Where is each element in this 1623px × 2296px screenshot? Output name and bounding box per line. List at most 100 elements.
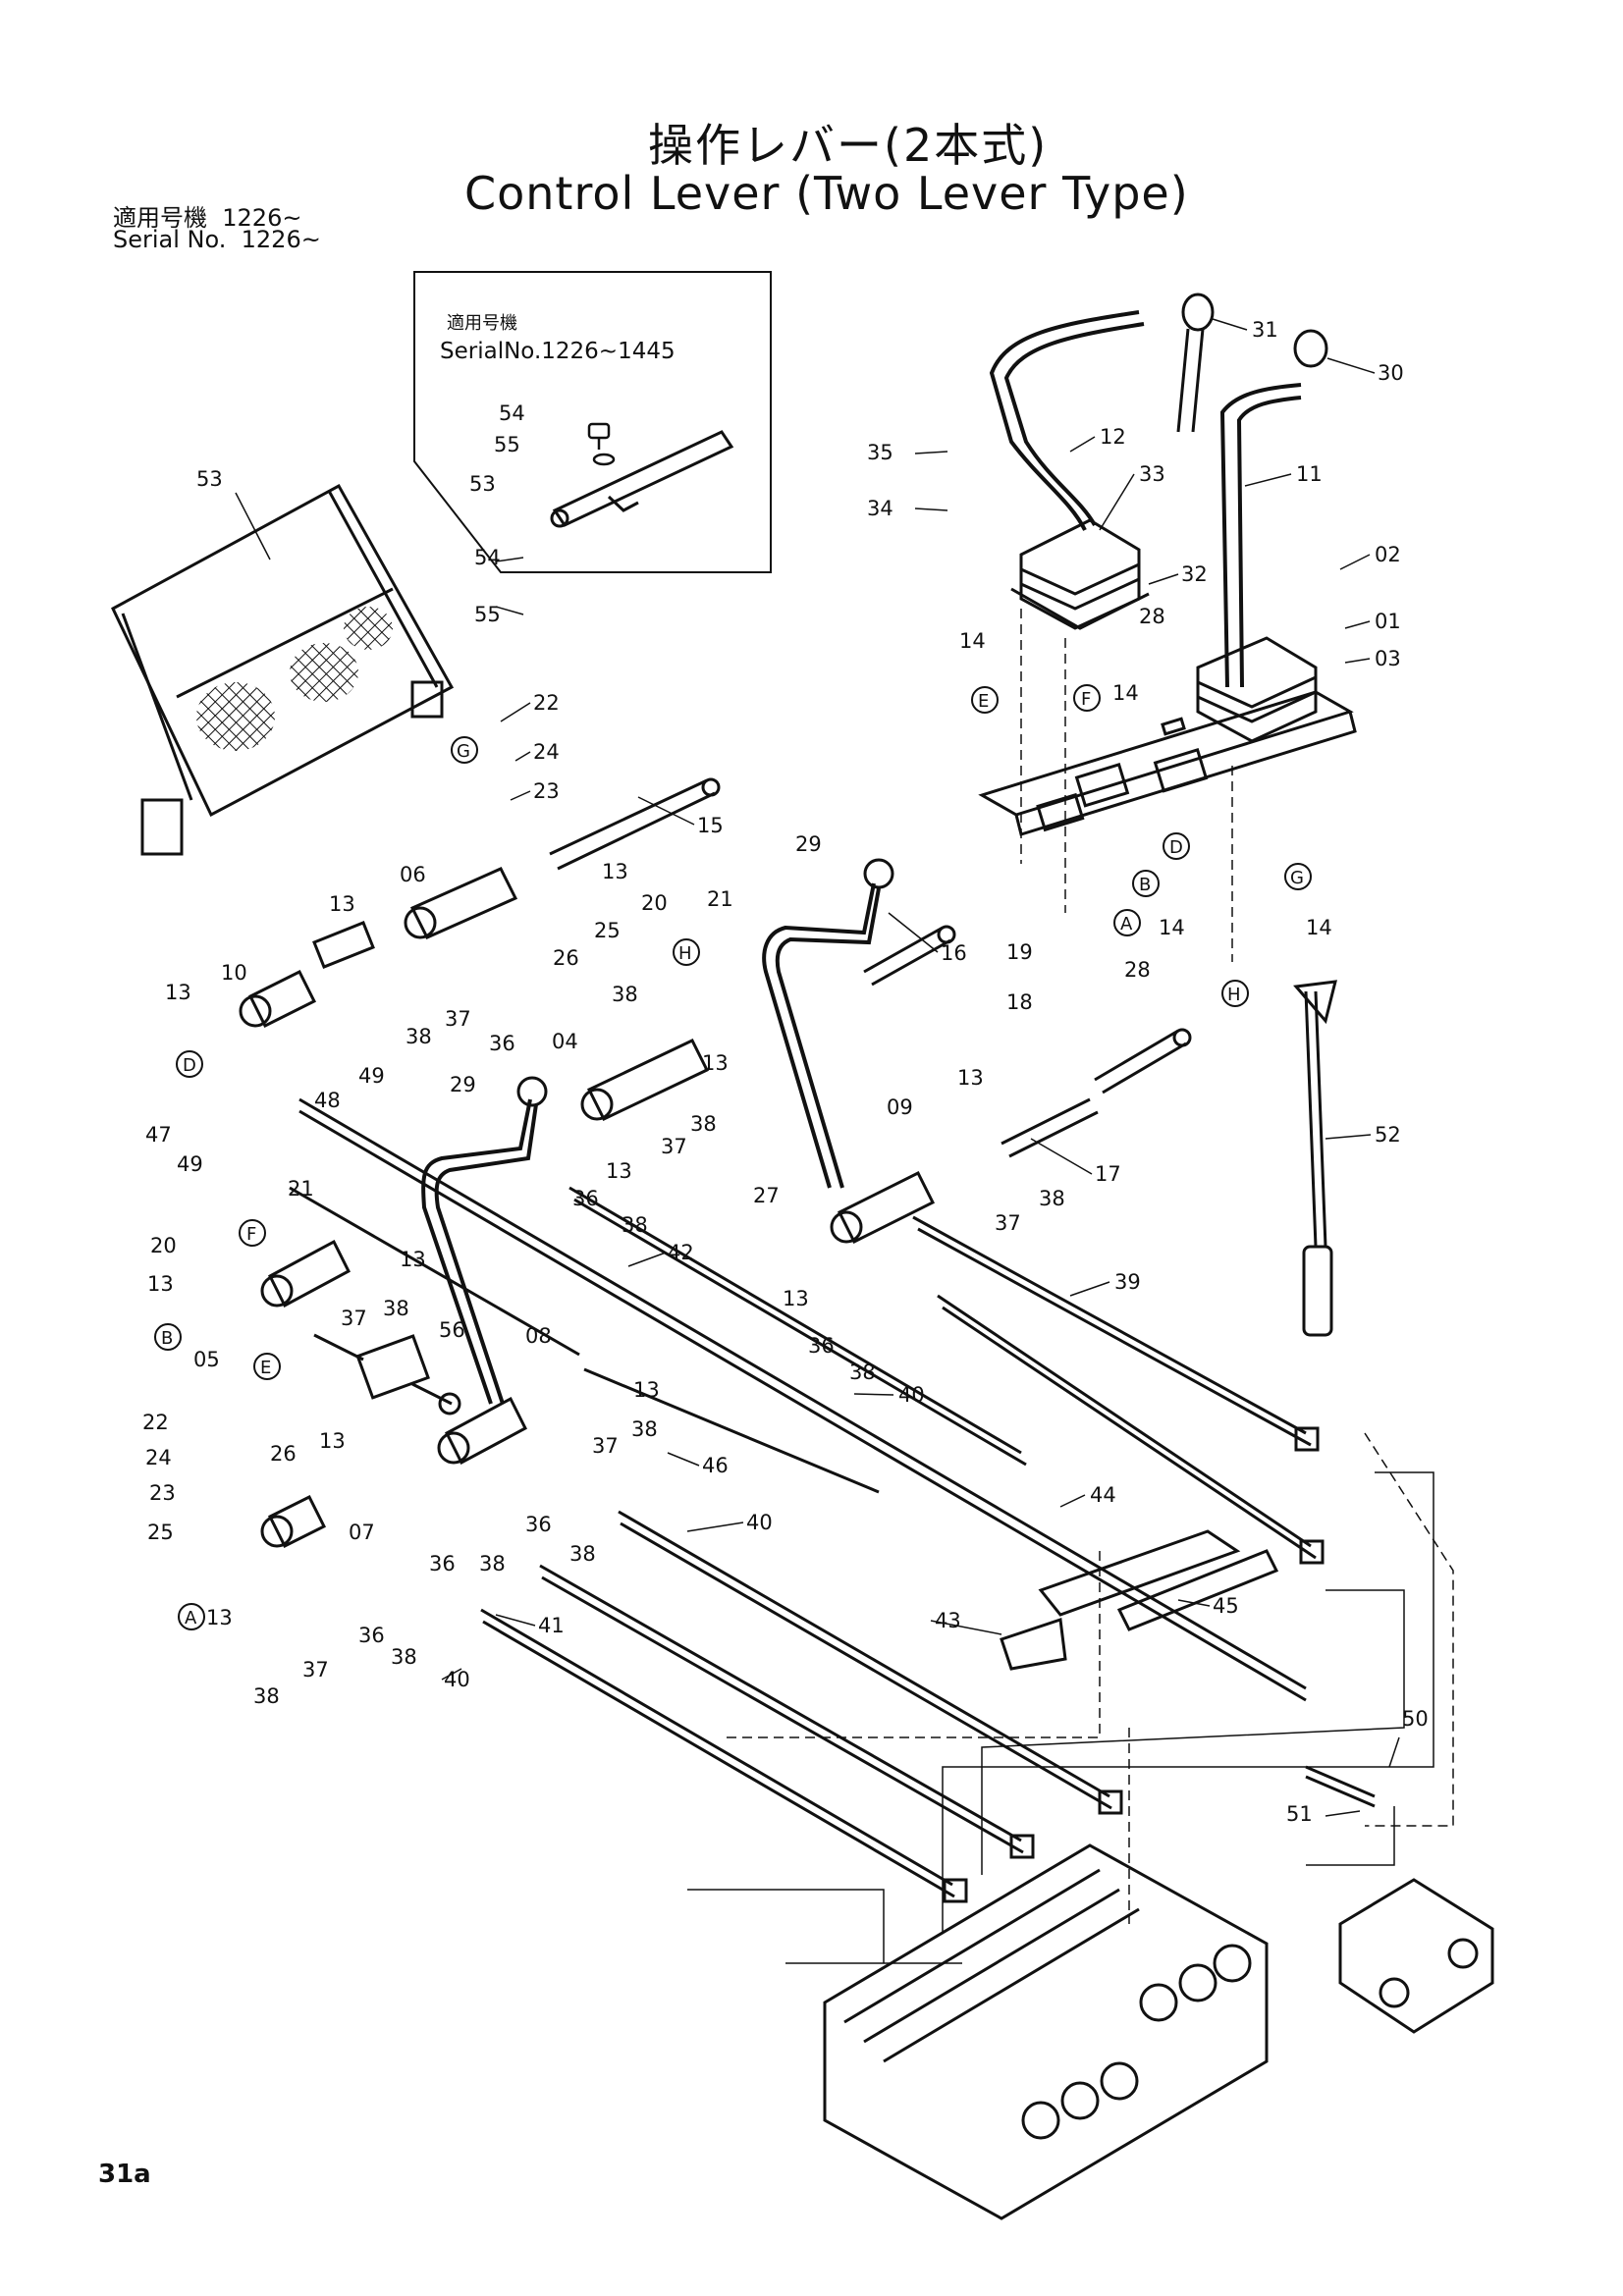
guard-mesh-left [196, 682, 275, 751]
part-label-36-d: 36 [525, 1513, 552, 1536]
part-label-37-a: 37 [445, 1007, 471, 1031]
svg-text:F: F [246, 1224, 256, 1245]
part-label-32: 32 [1181, 562, 1208, 586]
svg-text:D: D [183, 1055, 196, 1076]
svg-text:F: F [1081, 689, 1091, 710]
part-label-38-c: 38 [690, 1112, 717, 1136]
part-label-37-d: 37 [995, 1211, 1021, 1235]
lever-11 [1219, 383, 1302, 688]
knob-29-lower [516, 1076, 548, 1107]
part-label-18: 18 [1006, 990, 1033, 1014]
part-label-48: 48 [314, 1089, 341, 1112]
part-label-22-a: 22 [533, 691, 560, 715]
bracket-43 [1000, 1529, 1279, 1671]
part-label-54: 54 [474, 546, 501, 569]
part-label-14-d: 14 [1306, 916, 1332, 939]
leader-lines [235, 318, 1400, 1817]
part-label-23-a: 23 [533, 779, 560, 803]
part-label-49-a: 49 [358, 1064, 385, 1088]
marker-d-lower: D [176, 1050, 203, 1078]
part-label-15: 15 [697, 814, 724, 837]
page-number: 31a [98, 2160, 151, 2189]
part-label-13-e: 13 [606, 1159, 632, 1183]
guard-53 [111, 483, 455, 856]
part-label-14-c: 14 [1159, 916, 1185, 939]
part-label-13-c: 13 [165, 981, 191, 1004]
part-label-44: 44 [1090, 1483, 1116, 1507]
inset-label-55: 55 [494, 433, 520, 456]
svg-text:E: E [260, 1358, 271, 1378]
part-label-04: 04 [552, 1030, 578, 1053]
part-label-39: 39 [1114, 1270, 1141, 1294]
part-label-26-b: 26 [270, 1442, 297, 1466]
part-label-26-a: 26 [553, 946, 579, 970]
knob-30 [1293, 329, 1328, 368]
part-label-20-b: 20 [150, 1234, 177, 1257]
part-label-40-a: 40 [898, 1383, 925, 1407]
marker-b-upper: B [1132, 870, 1160, 897]
control-rods [289, 1097, 1376, 1898]
part-label-47: 47 [145, 1123, 172, 1147]
part-label-37-f: 37 [302, 1658, 329, 1682]
part-label-28-b: 28 [1124, 958, 1151, 982]
marker-f-upper: F [1073, 684, 1101, 712]
marker-h-lower: H [673, 938, 700, 966]
part-label-02: 02 [1375, 543, 1401, 566]
part-label-40-b: 40 [746, 1511, 773, 1534]
marker-a-upper: A [1113, 909, 1141, 936]
guard-mesh-top [344, 607, 393, 650]
part-label-41: 41 [538, 1614, 565, 1637]
part-label-12: 12 [1100, 425, 1126, 449]
part-label-10: 10 [221, 961, 247, 985]
knob-29-upper [863, 858, 894, 889]
part-label-37-c: 37 [341, 1307, 367, 1330]
part-label-13-a: 13 [602, 860, 628, 883]
inset-bolt-54 [587, 422, 616, 466]
serial-label-japanese: 適用号機 1226~ [113, 204, 302, 232]
part-label-53: 53 [196, 467, 223, 491]
part-label-11: 11 [1296, 462, 1323, 486]
marker-h-upper: H [1221, 980, 1249, 1007]
part-label-38-e: 38 [383, 1297, 409, 1320]
routing-lines [687, 1471, 1434, 1964]
part-label-23-b: 23 [149, 1481, 176, 1505]
inset-serial-label-japanese: 適用号機 [447, 313, 517, 334]
part-label-21-b: 21 [288, 1177, 314, 1201]
part-label-33: 33 [1139, 462, 1165, 486]
page-title-english: Control Lever (Two Lever Type) [464, 167, 1189, 220]
part-label-16: 16 [941, 941, 967, 965]
part-label-13-d: 13 [702, 1051, 729, 1075]
part-label-50: 50 [1402, 1707, 1429, 1731]
connection-markers: D B A E F G H G H D F B E A [154, 684, 1312, 1630]
part-label-03: 03 [1375, 647, 1401, 670]
part-label-14-b: 14 [1112, 681, 1139, 705]
inset-box [413, 271, 772, 573]
part-label-38-k: 38 [391, 1645, 417, 1669]
part-label-13-j: 13 [633, 1378, 660, 1402]
svg-text:E: E [978, 691, 989, 712]
svg-text:H: H [1227, 985, 1241, 1005]
marker-e-lower: E [253, 1353, 281, 1380]
shaft-bars [549, 777, 1192, 1158]
part-label-37-e: 37 [592, 1434, 619, 1458]
svg-text:B: B [1139, 875, 1151, 895]
part-label-01: 01 [1375, 610, 1401, 633]
part-label-17: 17 [1095, 1162, 1121, 1186]
part-label-29-b: 29 [450, 1073, 476, 1096]
inset-label-53: 53 [469, 472, 496, 496]
part-label-36-c: 36 [808, 1334, 835, 1358]
marker-a-lower: A [178, 1603, 205, 1630]
valve-bank-aux [1338, 1878, 1494, 2034]
part-label-13-h: 13 [957, 1066, 984, 1090]
part-labels: 01 02 03 04 05 06 07 08 09 10 11 12 13 1… [142, 318, 1429, 1826]
inset-serial-label-english: SerialNo.1226~1445 [440, 339, 676, 364]
part-label-31: 31 [1252, 318, 1278, 342]
pivot-tubes [239, 867, 936, 1549]
part-label-13-l: 13 [206, 1606, 233, 1629]
part-label-45: 45 [1213, 1594, 1239, 1618]
lever-29-upper [762, 882, 881, 1189]
part-label-13-b: 13 [329, 892, 355, 916]
marker-f-lower: F [239, 1219, 266, 1247]
part-label-46: 46 [702, 1454, 729, 1477]
